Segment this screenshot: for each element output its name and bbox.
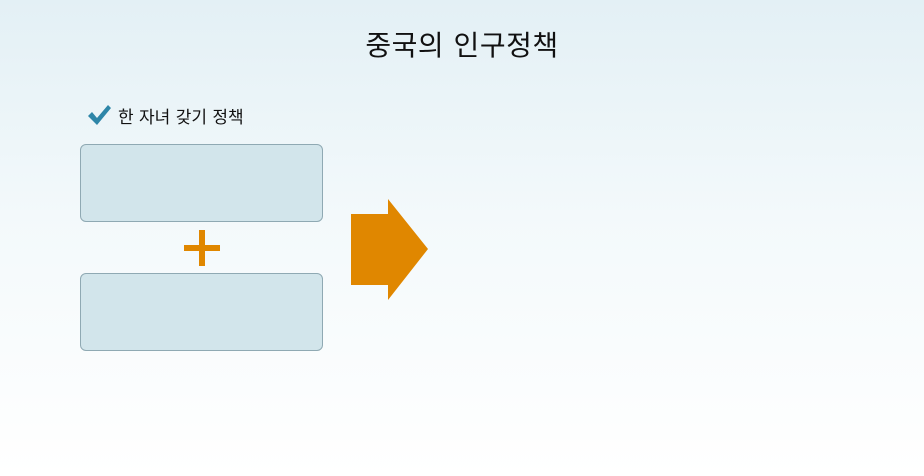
- arrow-right-icon: [351, 199, 428, 300]
- content-box-top: [80, 144, 323, 222]
- plus-icon: [184, 230, 220, 266]
- subtitle-row: 한 자녀 갖기 정책: [86, 101, 244, 129]
- slide-title: 중국의 인구정책: [365, 29, 559, 62]
- check-icon: [88, 105, 111, 125]
- subtitle-text: 한 자녀 갖기 정책: [118, 107, 244, 128]
- content-box-bottom: [80, 273, 323, 351]
